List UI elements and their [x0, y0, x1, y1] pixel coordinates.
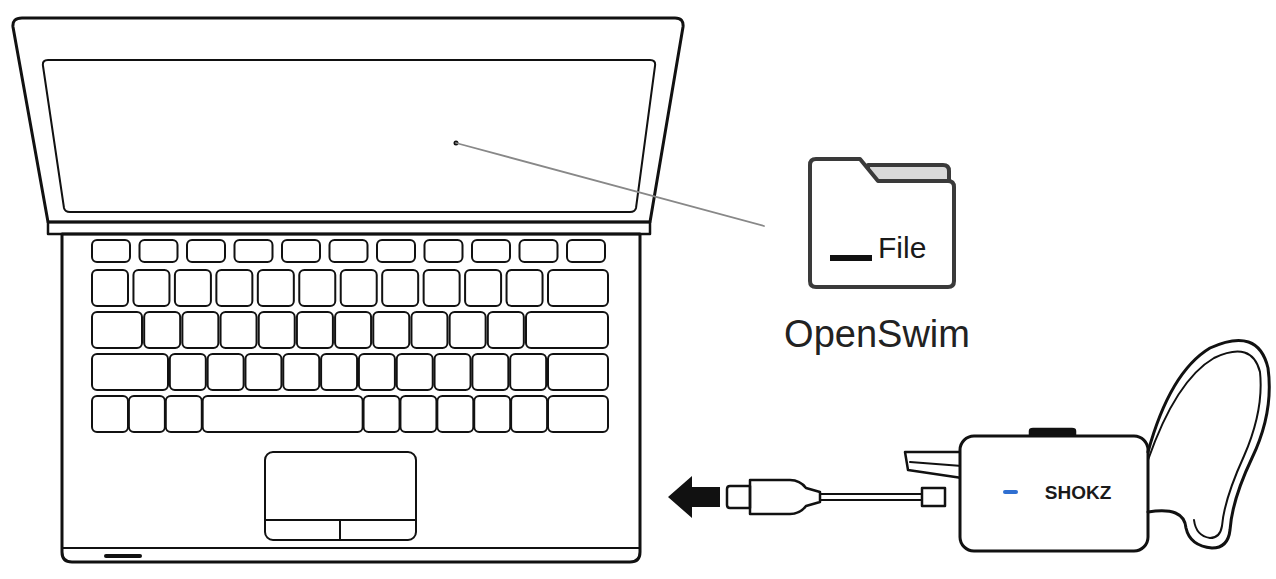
keyboard-key [259, 312, 295, 348]
brand-logo: SHOKZ [1045, 482, 1112, 504]
keyboard-key [359, 354, 395, 390]
headphone-flap-inner [910, 462, 962, 466]
keyboard-key [92, 312, 142, 348]
keyboard-key [488, 312, 524, 348]
keyboard-key [465, 270, 501, 306]
folder-name: OpenSwim [784, 313, 970, 356]
keyboard-key [92, 240, 130, 262]
keyboard-key [175, 270, 211, 306]
keyboard-key [140, 240, 178, 262]
keyboard-key [450, 312, 486, 348]
keyboard-key [92, 354, 168, 390]
keyboard-key [330, 240, 368, 262]
touchpad-buttons [265, 520, 416, 540]
keyboard-key [520, 240, 558, 262]
keyboard-key [208, 354, 244, 390]
keyboard-key [92, 270, 128, 306]
folder-outline [808, 155, 956, 290]
usb-plug [750, 480, 820, 514]
keyboard-key [526, 312, 608, 348]
keyboard-key [221, 312, 257, 348]
status-light [1005, 490, 1016, 494]
leader-line [456, 143, 764, 226]
keyboard-key [474, 396, 510, 432]
keyboard-key [133, 270, 169, 306]
keyboard-key [297, 312, 333, 348]
keyboard-key [382, 270, 418, 306]
keyboard-key [400, 396, 436, 432]
laptop-screen [43, 60, 655, 212]
keyboard-key [548, 270, 608, 306]
keyboard-key [235, 240, 273, 262]
laptop-foot [106, 554, 140, 558]
ear-hook-inner [1148, 352, 1261, 538]
laptop-base-edge [62, 547, 640, 549]
keyboard-key [472, 354, 508, 390]
keyboard-key [166, 396, 202, 432]
headphone-flap [905, 452, 962, 478]
keyboard-key [548, 396, 608, 432]
keyboard-key [341, 270, 377, 306]
keyboard-key [299, 270, 335, 306]
file-label: File [878, 231, 926, 265]
keyboard-key [258, 270, 294, 306]
keyboard-key [182, 312, 218, 348]
laptop-base [62, 234, 640, 562]
keyboard-key [282, 240, 320, 262]
headphone-body [960, 436, 1148, 551]
keyboard-key [170, 354, 206, 390]
keyboard-key [472, 240, 510, 262]
keyboard-key [373, 312, 409, 348]
keyboard-key [510, 354, 546, 390]
cable [820, 494, 922, 500]
keyboard-key [424, 270, 460, 306]
keyboard-key [129, 396, 165, 432]
keyboard-key [321, 354, 357, 390]
keyboard-key [511, 396, 547, 432]
keyboard-key [283, 354, 319, 390]
keyboard-key [548, 354, 608, 390]
keyboard-key [364, 396, 400, 432]
folder-icon: FileOpenSwim [808, 155, 956, 290]
laptop-hinge [48, 222, 650, 234]
keyboard-key [92, 396, 128, 432]
laptop-lid [13, 18, 683, 222]
keyboard-key [203, 396, 363, 432]
keyboard-key [435, 354, 471, 390]
keyboard-key [245, 354, 281, 390]
keyboard-key [377, 240, 415, 262]
keyboard-key [397, 354, 433, 390]
keyboard-key [411, 312, 447, 348]
keyboard-key [437, 396, 473, 432]
keyboard-key [216, 270, 252, 306]
touchpad [265, 452, 416, 540]
keyboard-key [335, 312, 371, 348]
keyboard-key [425, 240, 463, 262]
keyboard-key [567, 240, 605, 262]
usb-tip [727, 486, 750, 508]
keyboard-key [187, 240, 225, 262]
keyboard-key [144, 312, 180, 348]
ear-hook [1148, 340, 1269, 548]
direction-arrow [668, 476, 720, 518]
keyboard-key [507, 270, 543, 306]
charger-clip [922, 488, 945, 506]
